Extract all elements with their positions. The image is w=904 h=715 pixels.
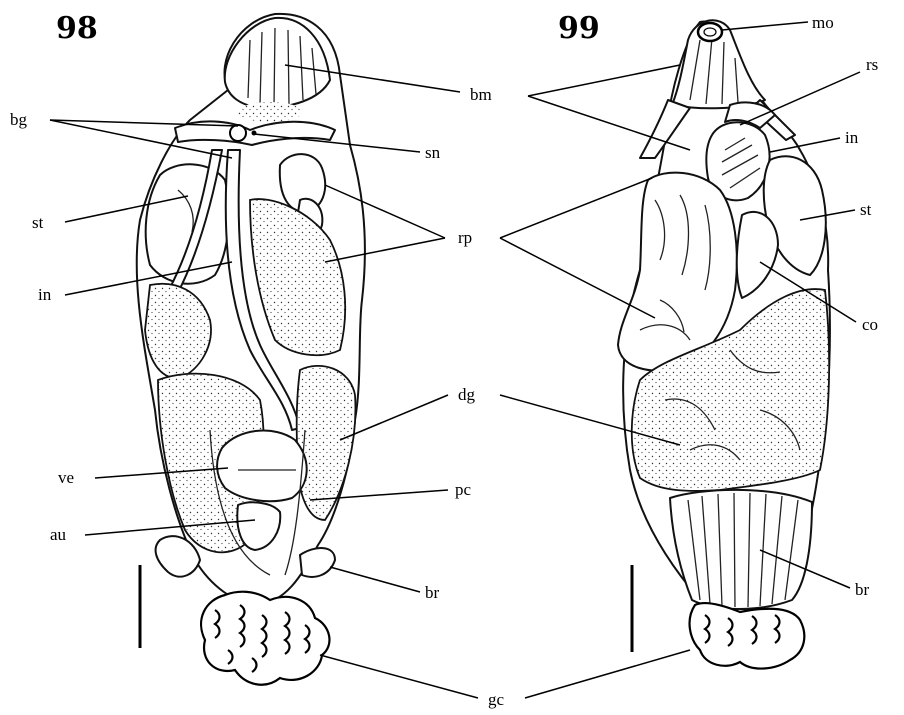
branchial-lobe-right-98 [300, 548, 335, 577]
label-rp: rp [458, 228, 472, 247]
label-dg: dg [458, 385, 476, 404]
figure-99-number: 99 [558, 11, 600, 46]
gill-cluster-98 [201, 592, 329, 685]
label-pc: pc [455, 480, 472, 499]
label-st-99: st [860, 200, 872, 219]
label-in-98: in [38, 285, 52, 304]
label-sn: sn [425, 143, 441, 162]
label-bg: bg [10, 110, 28, 129]
branchia-99 [670, 490, 812, 609]
ventricle-98 [217, 431, 307, 502]
label-in-99: in [845, 128, 859, 147]
figure-98: 98 [56, 11, 365, 685]
gill-cluster-99 [690, 603, 805, 668]
label-gc: gc [488, 690, 505, 709]
label-mo: mo [812, 13, 834, 32]
label-au: au [50, 525, 67, 544]
label-br-99: br [855, 580, 870, 599]
label-co: co [862, 315, 878, 334]
figure-99: 99 [558, 11, 830, 669]
brain-ganglion-98 [230, 125, 246, 141]
mouth-99 [698, 23, 722, 41]
label-st-98: st [32, 213, 44, 232]
label-br-98: br [425, 583, 440, 602]
label-ve: ve [58, 468, 74, 487]
figure-98-number: 98 [56, 11, 98, 46]
label-rs: rs [866, 55, 878, 74]
label-bm: bm [470, 85, 492, 104]
